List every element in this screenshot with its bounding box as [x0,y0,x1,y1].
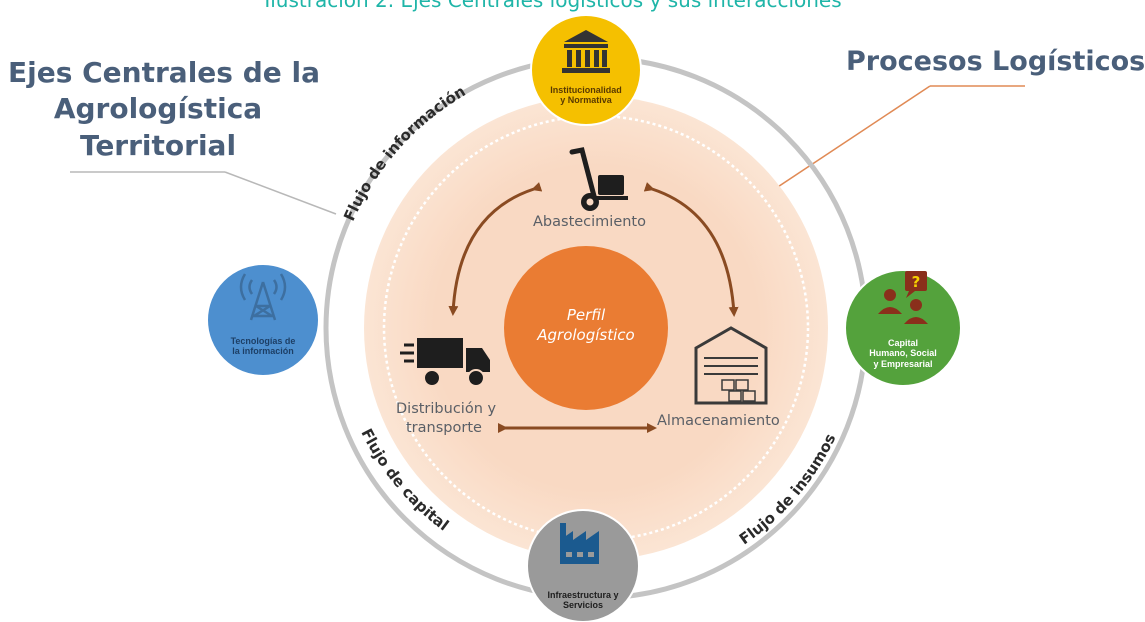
logistic-processes-title: Procesos Logísticos [846,46,1145,77]
truck-icon [400,338,490,387]
almacenamiento-label: Almacenamiento [657,413,780,429]
capital-humano-label-line-2: Humano, Social [869,348,937,359]
capital-humano-label-line-1: Capital [887,338,918,348]
central-axes-title: Ejes Centrales de la Agrologística Terri… [8,55,320,164]
tecnologias-label-line-1: Tecnologías de [230,336,296,346]
central-axes-title-line-3: Territorial [79,128,237,162]
infraestructura-label-line-1: Infraestructura y [547,590,619,600]
center-label-line-2: Agrologístico [537,326,635,345]
distribucion-label: Distribución y transporte [396,400,496,438]
distribucion-label-line-1: Distribución y [396,401,497,417]
abastecimiento-label: Abastecimiento [533,214,646,230]
arrow-abastecimiento-distribucion [448,182,543,316]
arrow-abastecimiento-almacenamiento [643,182,739,317]
infraestructura-circle [526,509,640,622]
tecnologias-label-line-2: la información [232,346,294,357]
infraestructura-label-line-2: Servicios [562,600,604,611]
tecnologias-circle [206,263,320,377]
central-axes-title-line-2: Agrologística [53,92,263,126]
people-question-icon: ? [878,271,928,324]
center-circle [504,246,668,410]
center-label-line-1: Perfil [566,306,606,324]
tecnologias-label: Tecnologías de la información [213,336,313,357]
figure-caption: Ilustración 2. Ejes Centrales logísticos… [264,0,842,12]
agrologistics-diagram: Flujo de información Flujo de capital Fl… [70,14,1025,622]
hand-truck-icon [569,147,628,211]
infraestructura-label: Infraestructura y Servicios [533,590,633,611]
capital-humano-circle [844,269,962,387]
svg-text:?: ? [912,273,921,291]
institution-building-icon [562,30,610,73]
distribucion-label-line-2: transporte [406,419,482,436]
factory-icon [560,523,599,564]
institucionalidad-label-line-2: y Normativa [560,95,612,106]
capital-humano-label-line-3: y Empresarial [873,358,933,369]
left-title-leader-diagonal [224,171,337,215]
antenna-tower-icon [239,273,287,321]
capital-humano-label: Capital Humano, Social y Empresarial [853,338,953,369]
institucionalidad-label-line-1: Institucionalidad [550,85,622,95]
central-axes-title-line-1: Ejes Centrales de la [8,56,320,89]
institucionalidad-label: Institucionalidad y Normativa [536,85,636,106]
warehouse-icon [694,326,768,405]
center-label: Perfil Agrologístico [521,305,651,346]
